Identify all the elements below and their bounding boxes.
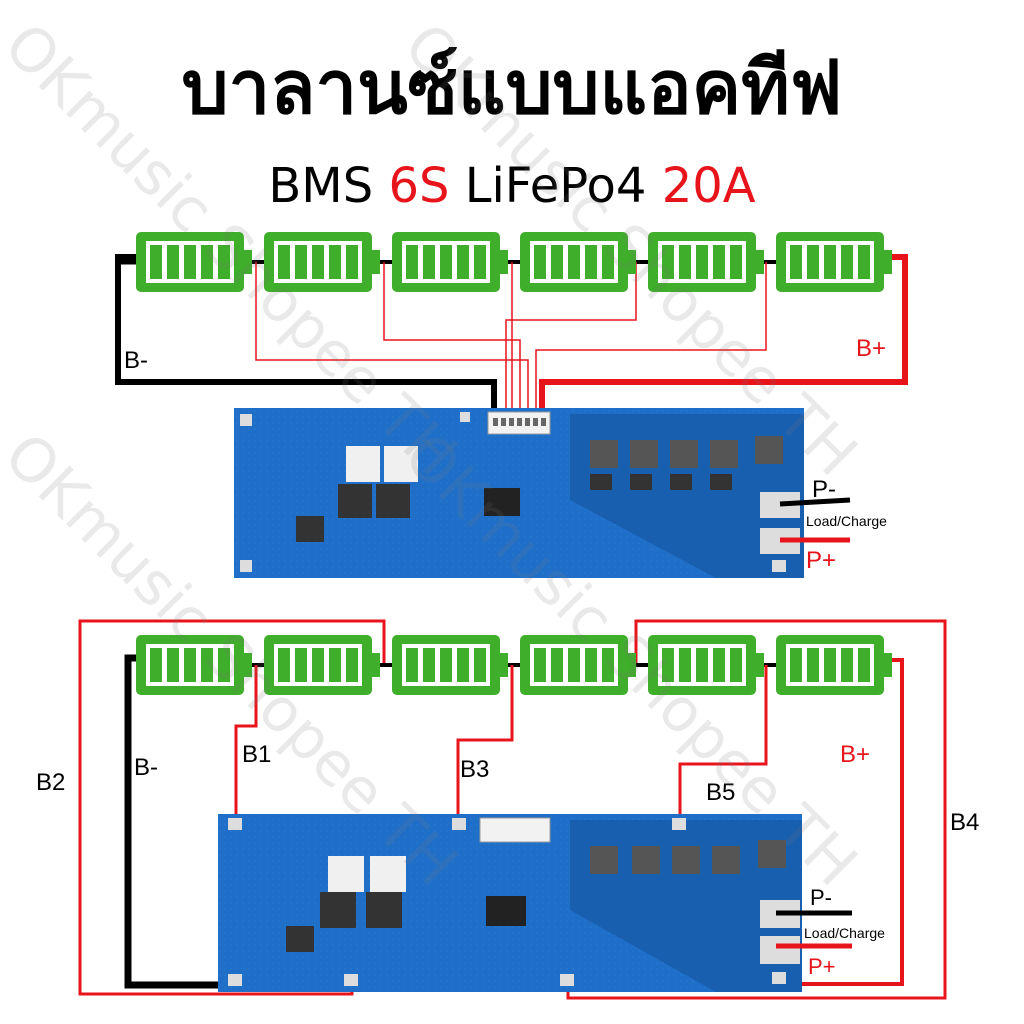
bottom-p-plus-label: P+	[808, 954, 836, 979]
subtitle-6s: 6S	[388, 158, 450, 214]
b4-label: B4	[950, 809, 979, 836]
bottom-diagram	[78, 619, 947, 1000]
page-title: บาลานซ์แบบแอคทีฟ	[181, 45, 843, 131]
top-diagram	[115, 232, 908, 578]
subtitle-20a: 20A	[661, 158, 756, 214]
top-b-plus-label: B+	[856, 335, 886, 362]
subtitle-bms: BMS	[268, 158, 389, 214]
top-p-plus-label: P+	[806, 547, 836, 574]
b5-label: B5	[706, 779, 735, 806]
subtitle-lifepo4: LiFePo4	[449, 158, 662, 214]
b1-label: B1	[242, 741, 271, 768]
b3-label: B3	[460, 756, 489, 783]
top-load-charge-label: Load/Charge	[806, 513, 887, 529]
top-b-minus-label: B-	[124, 347, 148, 374]
top-p-minus-label: P-	[812, 476, 836, 503]
bottom-b-plus-label: B+	[840, 741, 870, 768]
bms-board-top	[234, 408, 804, 578]
bms-board-bottom	[218, 814, 802, 992]
b2-label: B2	[36, 769, 65, 796]
page-subtitle: BMS 6S LiFePo4 20A	[0, 158, 1024, 214]
bottom-p-minus-label: P-	[810, 885, 832, 910]
bottom-b-minus-label: B-	[134, 754, 158, 781]
bottom-load-charge-label: Load/Charge	[804, 925, 885, 941]
